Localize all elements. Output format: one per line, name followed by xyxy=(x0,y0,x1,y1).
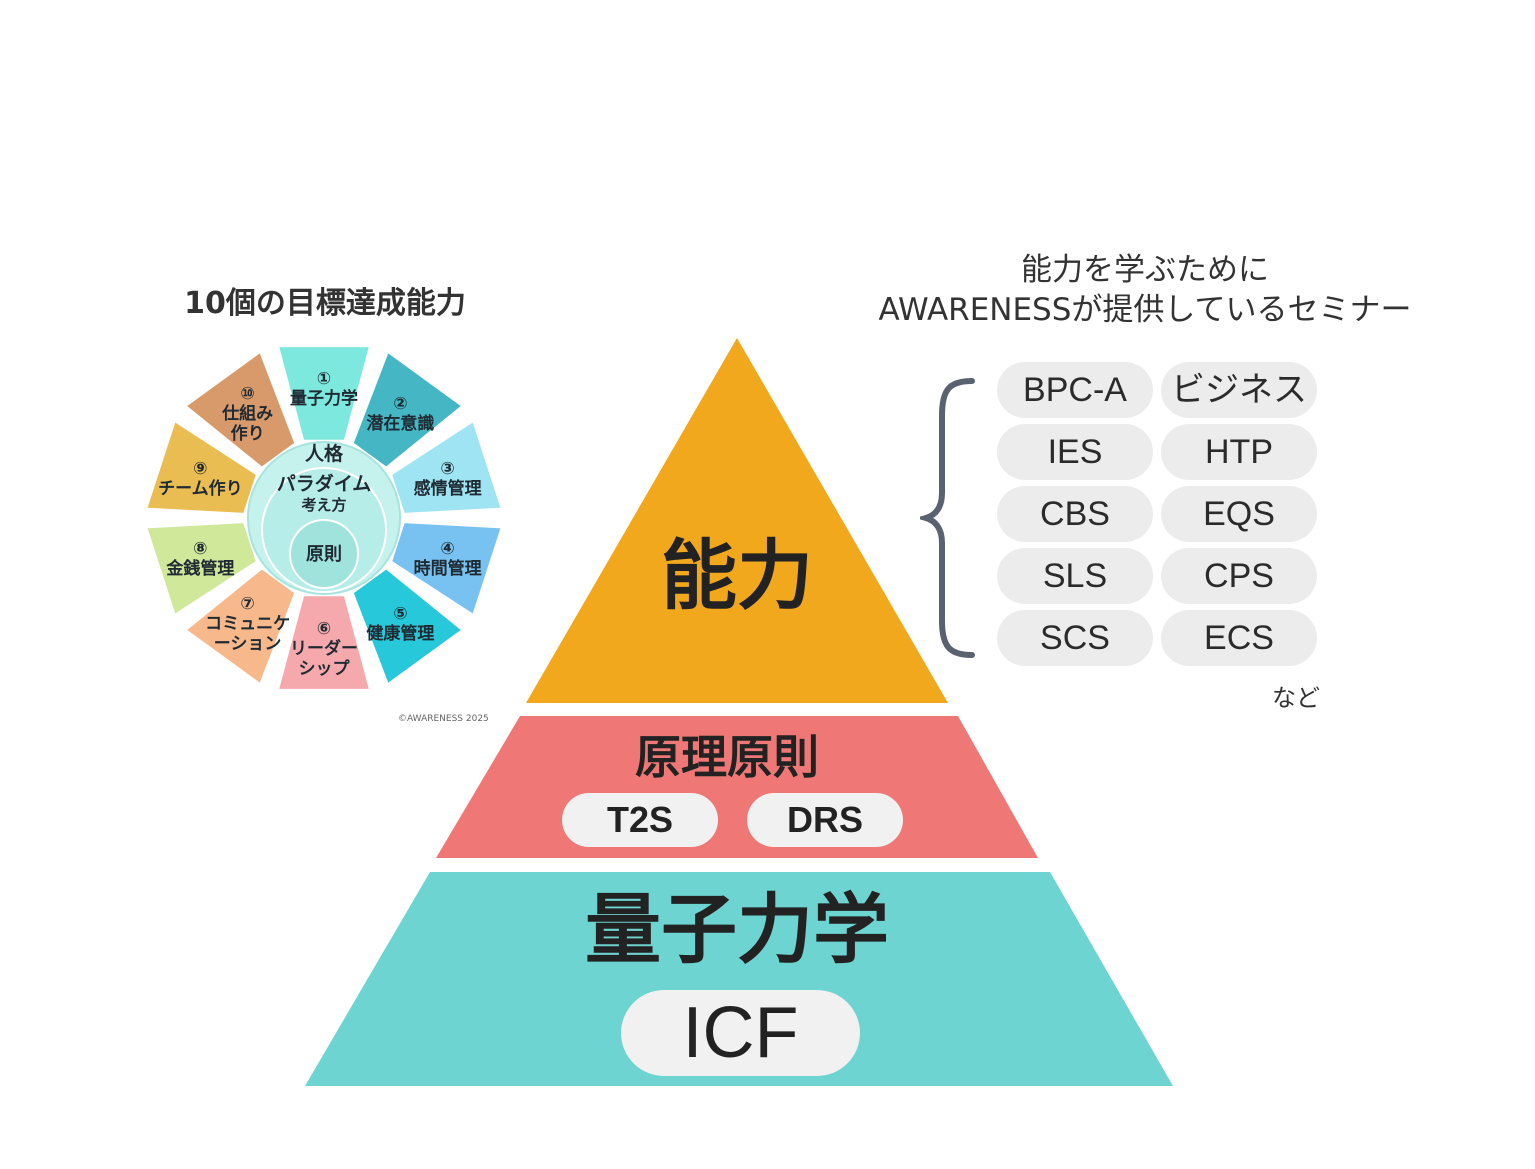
wheel-segment xyxy=(276,345,372,442)
pyramid-middle-label: 原理原則 xyxy=(635,730,819,784)
icf-pill: ICF xyxy=(621,990,860,1076)
curly-brace-icon xyxy=(920,378,975,658)
wheel-segment-label: 量子力学 xyxy=(290,388,358,409)
seminar-pill: ビジネス xyxy=(1161,362,1317,418)
wheel-segment xyxy=(351,567,464,686)
wheel-segment xyxy=(144,521,259,617)
wheel-segment xyxy=(389,521,504,617)
seminars-title-line1: 能力を学ぶために xyxy=(1021,252,1269,288)
wheel-center-top-label: 人格 xyxy=(305,442,344,465)
wheel-segment xyxy=(389,419,504,515)
wheel-copyright: ©AWARENESS 2025 xyxy=(398,714,489,724)
wheel-segment-number: ⑨ xyxy=(193,459,207,479)
wheel-segment-label: 作り xyxy=(231,423,265,444)
seminar-pill: ECS xyxy=(1161,610,1317,666)
wheel-segment-number: ④ xyxy=(440,539,454,559)
wheel-segment xyxy=(184,350,297,469)
seminar-pill: IES xyxy=(997,424,1153,480)
wheel-segment-label: 健康管理 xyxy=(366,623,434,644)
seminars-note: など xyxy=(1272,684,1320,712)
pyramid-bottom-tier xyxy=(305,872,1173,1086)
wheel-segment-number: ① xyxy=(317,369,331,389)
wheel-segment-label: ーション xyxy=(214,634,282,654)
wheel-center-middle-label: パラダイム xyxy=(277,472,372,495)
pyramid-top-label: 能力 xyxy=(661,531,813,620)
pyramid-top-tier xyxy=(526,338,948,703)
seminar-pill: EQS xyxy=(1161,486,1317,542)
wheel-segment-number: ② xyxy=(393,394,407,414)
seminar-pill: CBS xyxy=(997,486,1153,542)
wheel-segment-label: 仕組み xyxy=(221,403,273,424)
wheel-segment-number: ⑧ xyxy=(193,539,207,559)
wheel-segment-label: コミュニケ xyxy=(205,614,290,634)
wheel-center-core xyxy=(289,519,359,589)
wheel-center-core-label: 原則 xyxy=(306,544,342,565)
seminar-pill: SLS xyxy=(997,548,1153,604)
drs-pill: DRS xyxy=(747,793,903,847)
wheel-segment-number: ⑩ xyxy=(240,384,254,404)
wheel-segment xyxy=(144,419,259,515)
wheel-segment-label: 感情管理 xyxy=(414,478,482,499)
t2s-pill: T2S xyxy=(562,793,718,847)
seminar-pill: HTP xyxy=(1161,424,1317,480)
pyramid-bottom-label: 量子力学 xyxy=(585,885,889,974)
wheel-center-middle-sub-label: 考え方 xyxy=(301,496,346,514)
wheel-segment-label: 潜在意識 xyxy=(366,413,434,434)
wheel-segment-number: ③ xyxy=(440,459,454,479)
seminar-pill: SCS xyxy=(997,610,1153,666)
wheel-segment xyxy=(184,567,297,686)
wheel-segment xyxy=(351,350,464,469)
seminar-pill: BPC-A xyxy=(997,362,1153,418)
wheel-segment-label: シップ xyxy=(299,658,351,679)
wheel-segment-label: 金銭管理 xyxy=(165,558,234,579)
wheel-title: 10個の目標達成能力 xyxy=(184,286,466,321)
seminars-title: 能力を学ぶために AWARENESSが提供しているセミナー xyxy=(820,250,1470,330)
seminar-pill: CPS xyxy=(1161,548,1317,604)
seminars-title-line2: AWARENESSが提供しているセミナー xyxy=(878,292,1412,328)
wheel-segment-number: ⑤ xyxy=(393,604,407,624)
wheel-segment-label: 時間管理 xyxy=(414,558,482,579)
wheel-segment-number: ⑦ xyxy=(240,594,254,614)
wheel-segment-label: チーム作り xyxy=(158,478,243,499)
wheel-segment xyxy=(276,594,372,691)
wheel-segment-number: ⑥ xyxy=(317,619,331,639)
wheel-segment-label: リーダー xyxy=(290,638,358,659)
